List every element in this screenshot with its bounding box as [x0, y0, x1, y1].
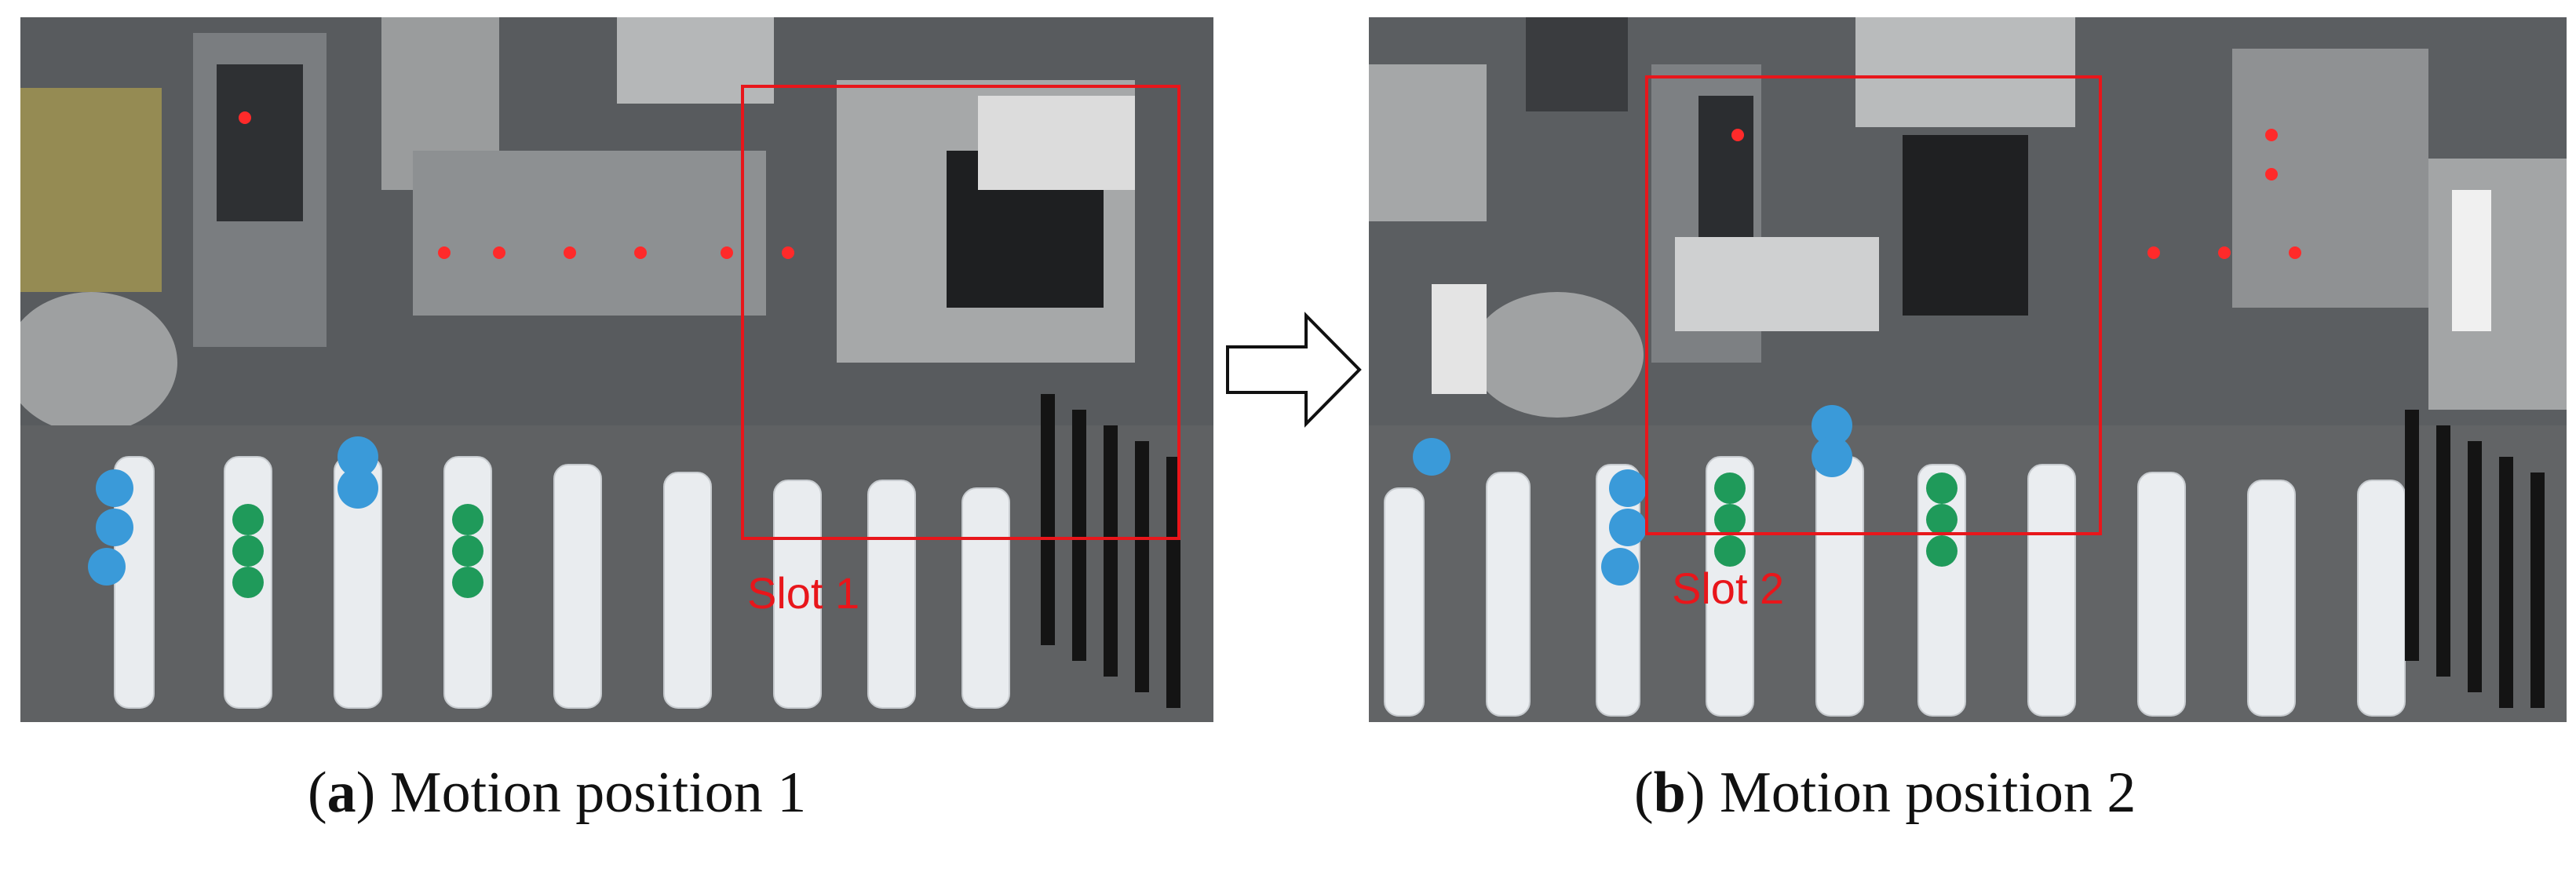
caption-b-text: Motion position 2: [1719, 761, 2136, 825]
slot-1-label: Slot 1: [747, 568, 860, 618]
photo-panel-b: Slot 2: [1369, 17, 2567, 722]
machine-photo-b: [1369, 17, 2567, 722]
slot-1-highlight-box: [741, 85, 1180, 540]
photo-panel-a: Slot 1: [20, 17, 1213, 722]
caption-a-text: Motion position 1: [389, 761, 807, 825]
caption-b-letter: b: [1653, 761, 1686, 825]
caption-b: (b) Motion position 2: [1634, 761, 2136, 825]
caption-a: (a) Motion position 1: [308, 761, 807, 825]
slot-2-label: Slot 2: [1672, 564, 1785, 613]
slot-2-highlight-box: [1645, 75, 2102, 535]
caption-a-letter: a: [327, 761, 356, 825]
right-arrow-outline-icon: [1226, 312, 1362, 428]
